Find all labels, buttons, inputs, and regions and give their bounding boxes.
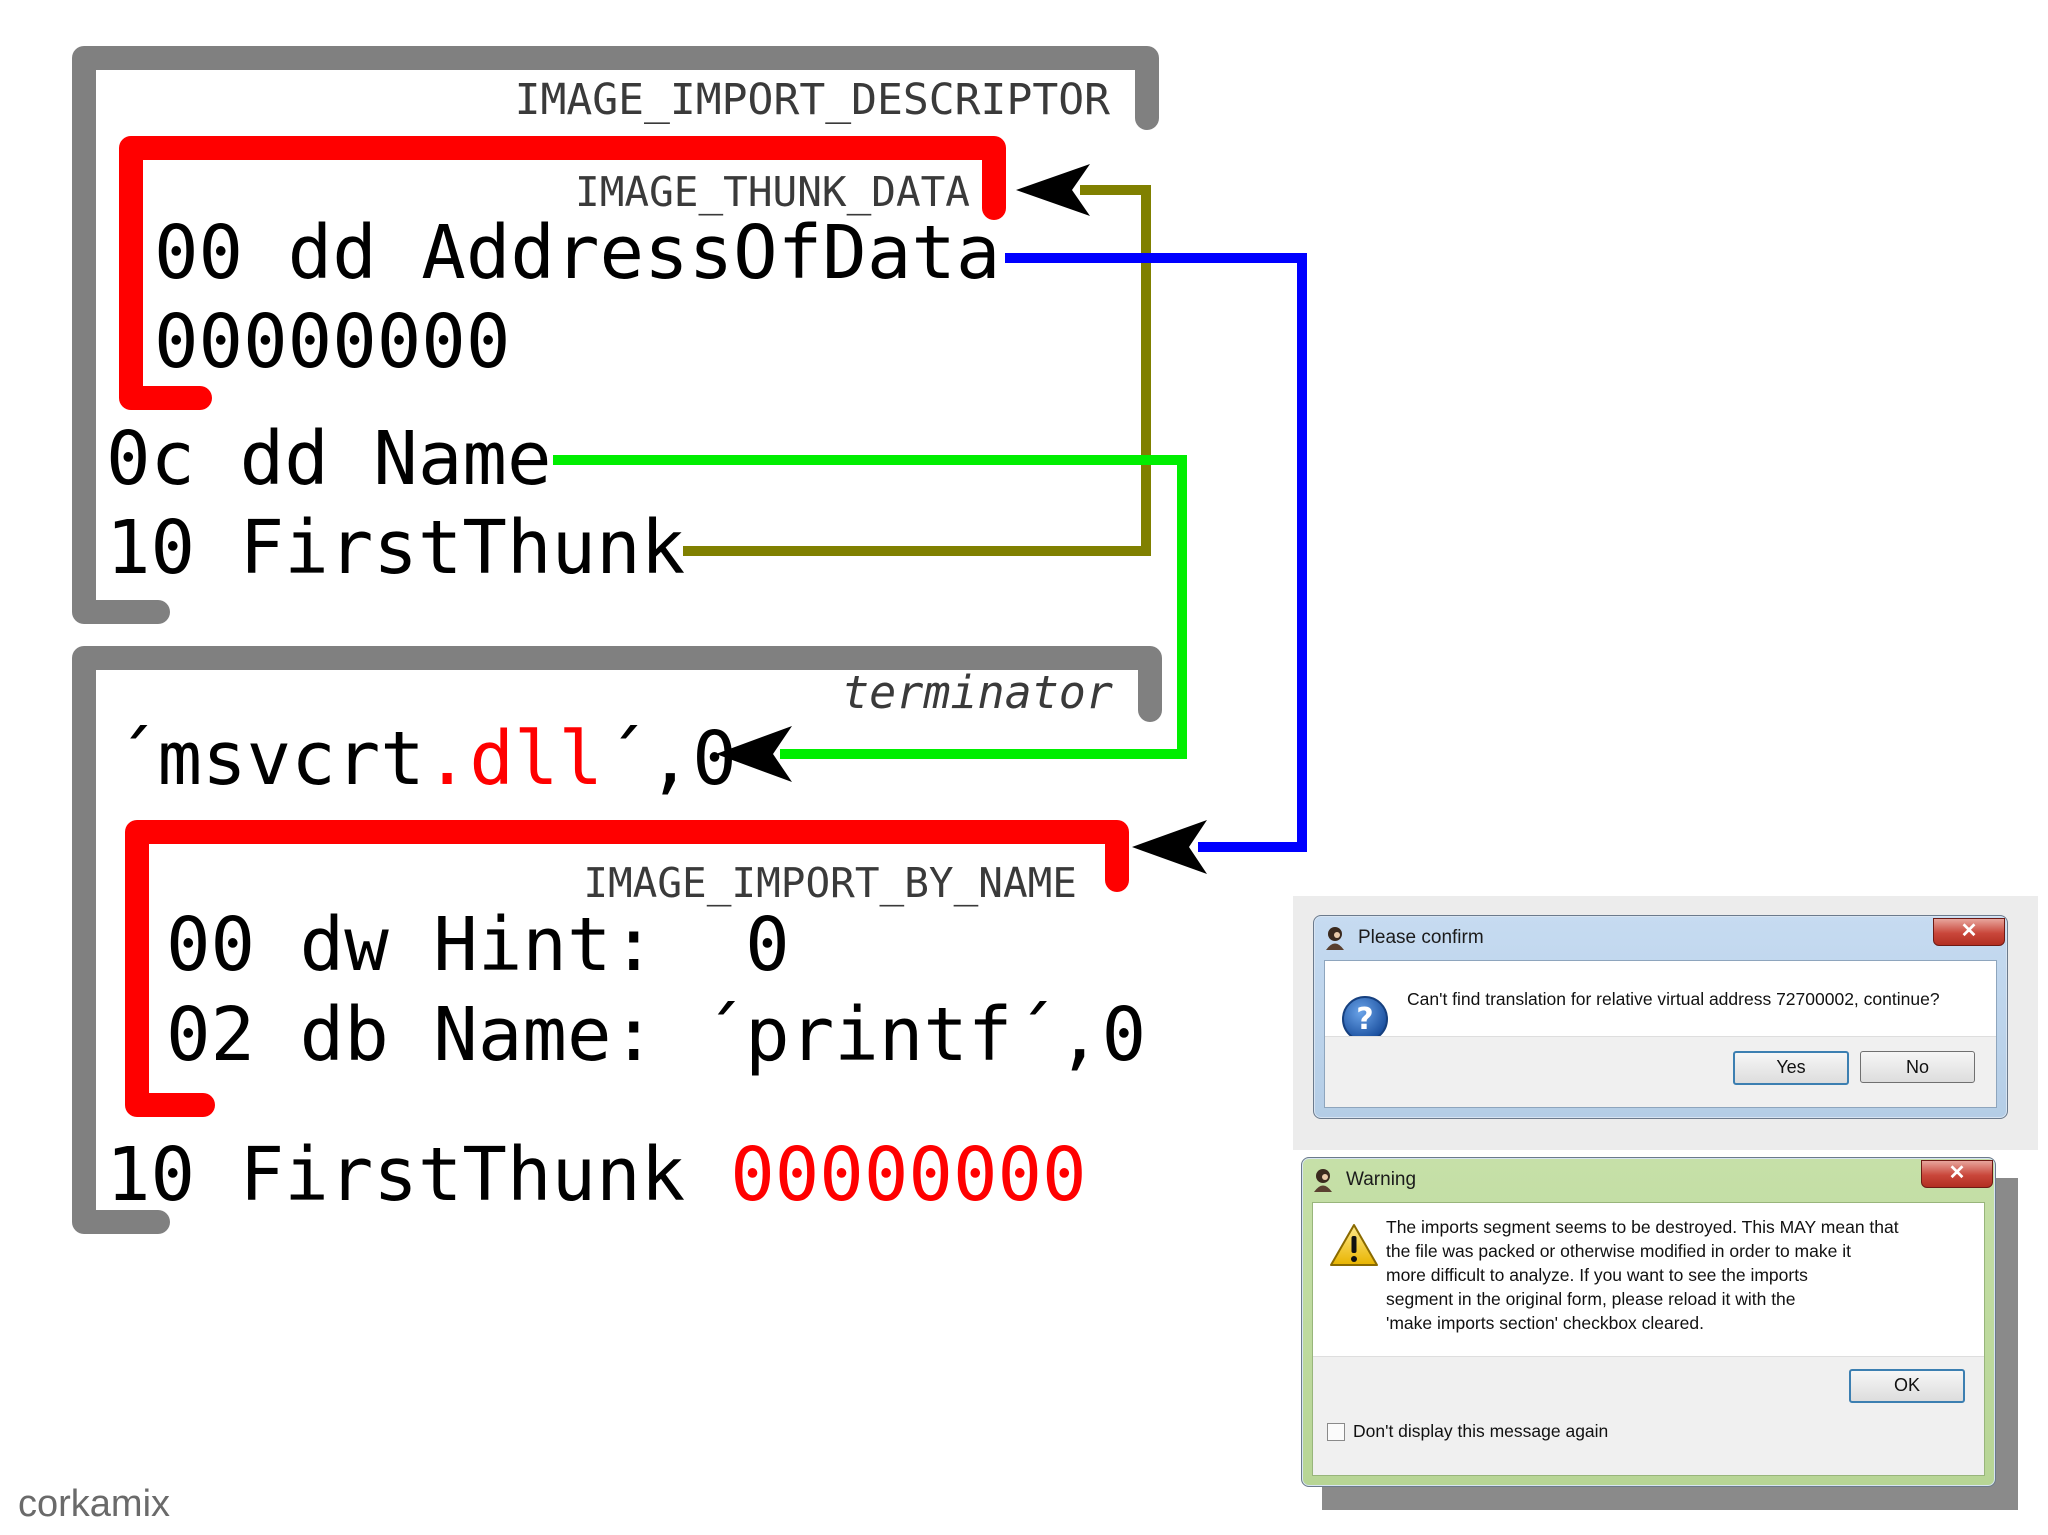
firstthunk-arrowhead bbox=[1016, 164, 1090, 216]
confirm-titlebar[interactable]: Please confirm bbox=[1322, 916, 1999, 960]
confirm-message: Can't find translation for relative virt… bbox=[1407, 989, 1940, 1009]
import-name-line: 02 db Name: ´printf´,0 bbox=[166, 992, 1146, 1078]
dll-extension: .dll bbox=[425, 716, 603, 802]
confirm-title: Please confirm bbox=[1358, 927, 1484, 948]
dont-display-label[interactable]: Don't display this message again bbox=[1353, 1421, 1609, 1441]
name-arrow-line bbox=[553, 455, 1187, 759]
svg-text:?: ? bbox=[1356, 1002, 1373, 1037]
terminator-firstthunk-line: 10 FirstThunk 00000000 bbox=[106, 1132, 1087, 1218]
addressofdata-arrowhead bbox=[1132, 820, 1207, 874]
yes-button[interactable]: Yes bbox=[1733, 1051, 1849, 1085]
ida-app-icon bbox=[1326, 927, 1344, 950]
no-button[interactable]: No bbox=[1860, 1051, 1975, 1083]
warning-message-line: the file was packed or otherwise modifie… bbox=[1386, 1241, 1851, 1261]
name-rva-line: 0c dd Name bbox=[106, 416, 552, 502]
hint-line: 00 dw Hint: 0 bbox=[166, 902, 790, 988]
close-icon: ✕ bbox=[1948, 1162, 1966, 1184]
confirm-dialog: Please confirm ✕ ? Can't find translatio… bbox=[1313, 915, 2008, 1119]
name-arrowhead bbox=[716, 726, 792, 782]
thunk-zero-line: 00000000 bbox=[154, 299, 510, 385]
confirm-button-bar: Yes No bbox=[1325, 1036, 1996, 1107]
firstthunk-arrow-line bbox=[683, 185, 1151, 556]
warning-button-bar: OK Don't display this message again bbox=[1313, 1356, 1984, 1475]
question-icon: ? bbox=[1342, 996, 1388, 1042]
import-by-name-bracket bbox=[125, 820, 1129, 1117]
import-by-name-label: IMAGE_IMPORT_BY_NAME bbox=[583, 859, 1077, 907]
descriptor-label: IMAGE_IMPORT_DESCRIPTOR bbox=[515, 75, 1111, 125]
dll-prefix: ´msvcrt bbox=[113, 716, 425, 802]
warning-message-line: The imports segment seems to be destroye… bbox=[1386, 1217, 1899, 1237]
terminator-bracket bbox=[72, 646, 1162, 1234]
warning-message-line: 'make imports section' checkbox cleared. bbox=[1386, 1313, 1704, 1333]
credit-watermark: corkamix bbox=[18, 1483, 171, 1525]
warning-close-button[interactable]: ✕ bbox=[1921, 1160, 1993, 1188]
close-icon: ✕ bbox=[1960, 920, 1978, 942]
warning-title: Warning bbox=[1346, 1169, 1417, 1190]
dll-suffix: ´,0 bbox=[603, 716, 737, 802]
terminator-label: terminator bbox=[842, 666, 1113, 719]
warning-message-line: segment in the original form, please rel… bbox=[1386, 1289, 1796, 1309]
firstthunk-line: 10 FirstThunk bbox=[106, 505, 685, 591]
warning-message: The imports segment seems to be destroye… bbox=[1386, 1215, 1899, 1335]
addressofdata-arrow-line bbox=[1005, 253, 1307, 852]
warning-icon bbox=[1330, 1224, 1378, 1266]
warning-dialog: Warning ✕ The imports segment seems to b… bbox=[1301, 1157, 1996, 1487]
dll-name-line: ´msvcrt.dll´,0 bbox=[113, 716, 737, 802]
dont-display-checkbox[interactable] bbox=[1327, 1423, 1345, 1441]
warning-message-line: more difficult to analyze. If you want t… bbox=[1386, 1265, 1808, 1285]
confirm-client-area: ? Can't find translation for relative vi… bbox=[1324, 960, 1997, 1108]
terminator-firstthunk-label: 10 FirstThunk bbox=[106, 1132, 685, 1218]
warning-titlebar[interactable]: Warning bbox=[1310, 1158, 1987, 1202]
thunk-bracket bbox=[119, 136, 1006, 410]
addressofdata-line: 00 dd AddressOfData bbox=[154, 210, 1000, 296]
ok-button[interactable]: OK bbox=[1849, 1369, 1965, 1403]
descriptor-bracket bbox=[72, 46, 1159, 624]
confirm-close-button[interactable]: ✕ bbox=[1933, 918, 2005, 946]
thunk-label: IMAGE_THUNK_DATA bbox=[575, 168, 970, 216]
warning-client-area: The imports segment seems to be destroye… bbox=[1312, 1202, 1985, 1476]
terminator-firstthunk-value: 00000000 bbox=[730, 1132, 1086, 1218]
ida-app-icon bbox=[1314, 1169, 1332, 1192]
